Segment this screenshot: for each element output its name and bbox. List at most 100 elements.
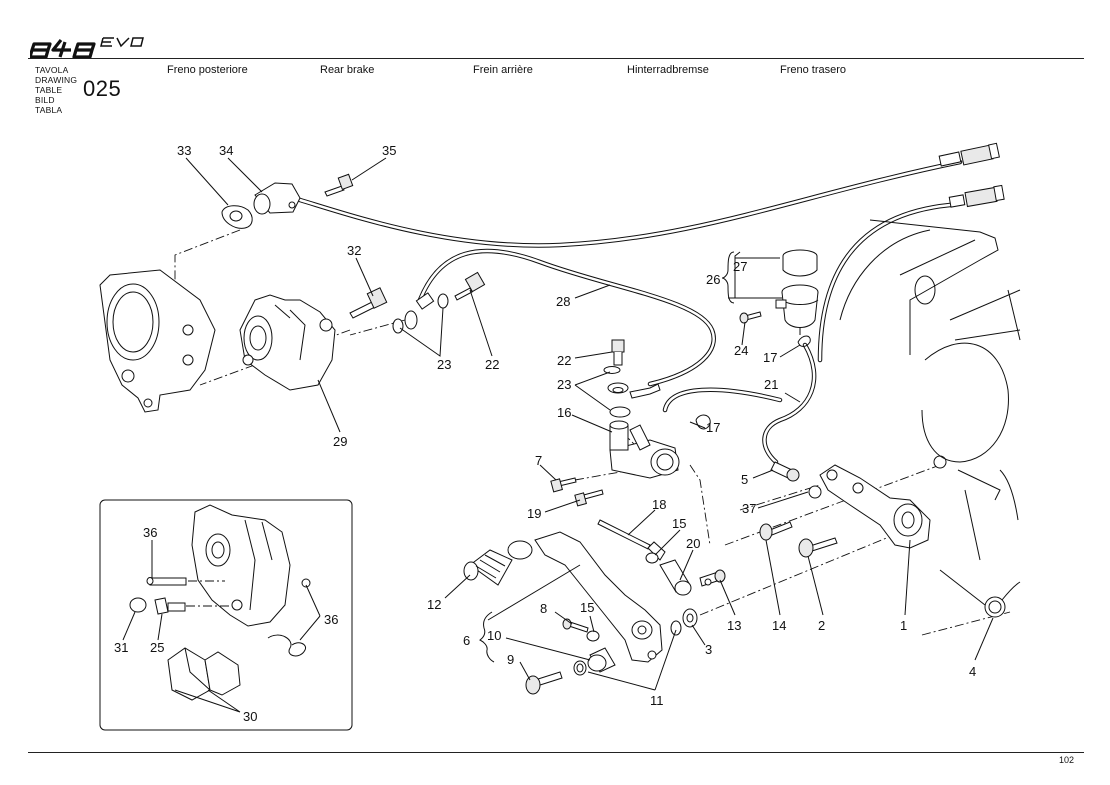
- table-word-en: DRAWING: [35, 75, 78, 85]
- title-spanish: Freno trasero: [780, 64, 847, 76]
- bracket-screw-14: [759, 521, 793, 541]
- callout-23-caliper: 23: [437, 357, 451, 372]
- hose-clamp-upper: [797, 335, 811, 347]
- callout-3: 3: [705, 642, 712, 657]
- pedal-pivot-bolt: [525, 671, 563, 695]
- callout-21: 21: [764, 377, 778, 392]
- footpeg-bracket: [819, 455, 947, 549]
- callout-22-master: 22: [557, 353, 571, 368]
- caliper-banjo-bolt: [454, 271, 486, 301]
- return-spring: [939, 569, 1021, 618]
- callout-23-master: 23: [557, 377, 571, 392]
- callout-13: 13: [727, 618, 741, 633]
- callout-25: 25: [150, 640, 164, 655]
- callout-29: 29: [333, 434, 347, 449]
- header-rule: [28, 58, 1084, 59]
- master-cylinder-screw-19: [574, 489, 604, 507]
- callout-32: 32: [347, 243, 361, 258]
- caliper-banjo-washers: [392, 292, 449, 334]
- callout-11: 11: [650, 693, 664, 708]
- caliper-detail-inset: [99, 499, 353, 731]
- callout-2: 2: [818, 618, 825, 633]
- callout-30: 30: [243, 709, 257, 724]
- brake-pedal-lever: [507, 531, 663, 663]
- title-english: Rear brake: [320, 64, 375, 76]
- reservoir-hose-21: [662, 342, 817, 465]
- callout-34: 34: [219, 143, 233, 158]
- callout-10: 10: [487, 628, 501, 643]
- rear-brake-hose-28: [417, 248, 716, 387]
- callout-36-clip: 36: [324, 612, 338, 627]
- hose-washer-37: [808, 485, 822, 499]
- rear-brake-caliper: [239, 294, 336, 391]
- master-cylinder-banjo: [603, 366, 661, 418]
- caliper-bolt: [349, 287, 388, 319]
- pedal-bushing: [587, 647, 616, 673]
- hose-fitting-5: [770, 461, 800, 482]
- title-italian: Freno posteriore: [167, 64, 248, 76]
- master-cylinder-screw-7: [550, 477, 577, 493]
- callout-22-caliper: 22: [485, 357, 499, 372]
- brand-logo: [30, 37, 144, 59]
- callout-8: 8: [540, 601, 547, 616]
- inset-leader-lines: [122, 540, 321, 713]
- brake-fluid-reservoir: [775, 249, 819, 335]
- reservoir-screw: [739, 311, 762, 324]
- title-german: Hinterradbremse: [627, 64, 709, 76]
- cable-connector-upper: [938, 142, 1000, 167]
- callout-5: 5: [741, 472, 748, 487]
- callout-1: 1: [900, 618, 907, 633]
- table-word-es: TABLA: [35, 105, 63, 115]
- callout-37: 37: [742, 501, 756, 516]
- caliper-bracket: [99, 269, 216, 413]
- callout-6: 6: [463, 633, 470, 648]
- callout-17-lower: 17: [706, 420, 720, 435]
- master-cylinder-pushrod: [597, 519, 666, 561]
- speed-sensor: [253, 182, 301, 215]
- callout-19: 19: [527, 506, 541, 521]
- page-number: 102: [1058, 755, 1074, 765]
- pushrod-nut: [645, 552, 659, 564]
- table-word-it: TAVOLA: [35, 65, 69, 75]
- pedal-rubber: [463, 549, 513, 586]
- callout-31: 31: [114, 640, 128, 655]
- callout-15-pedal: 15: [580, 600, 594, 615]
- leader-lines: [185, 157, 994, 691]
- callout-17-upper: 17: [763, 350, 777, 365]
- callout-4: 4: [969, 664, 976, 679]
- table-word-fr: TABLE: [35, 85, 63, 95]
- callout-12: 12: [427, 597, 441, 612]
- master-cylinder-banjo-bolt: [611, 339, 625, 366]
- callout-7: 7: [535, 453, 542, 468]
- callout-36-pin: 36: [143, 525, 157, 540]
- rear-master-cylinder: [609, 420, 680, 479]
- cable-connector-lower: [948, 184, 1005, 208]
- callout-20: 20: [686, 536, 700, 551]
- hose-clamp-lower: [695, 414, 711, 430]
- callout-35: 35: [382, 143, 396, 158]
- callout-16: 16: [557, 405, 571, 420]
- group-brace-26: [721, 251, 735, 304]
- callout-14: 14: [772, 618, 786, 633]
- sensor-screw: [324, 173, 354, 197]
- callout-26: 26: [706, 272, 720, 287]
- callout-33: 33: [177, 143, 191, 158]
- title-french: Frein arrière: [473, 64, 533, 76]
- callout-28: 28: [556, 294, 570, 309]
- callout-27: 27: [733, 259, 747, 274]
- pedal-stop-screw: [562, 618, 589, 633]
- plate-number: 025: [83, 76, 122, 101]
- clevis-pin: [699, 569, 726, 587]
- pedal-stop-nut: [586, 630, 600, 642]
- footer-rule: [28, 752, 1084, 753]
- bracket-screw-2: [798, 537, 838, 558]
- callout-24: 24: [734, 343, 748, 358]
- frame-outline: [839, 219, 1021, 561]
- sensor-gasket: [221, 205, 253, 229]
- pedal-washers: [670, 608, 698, 636]
- callout-15-pushrod: 15: [672, 516, 686, 531]
- pedal-o-ring: [573, 660, 587, 676]
- sensor-cable: [297, 159, 963, 363]
- pushrod-clevis: [659, 559, 692, 596]
